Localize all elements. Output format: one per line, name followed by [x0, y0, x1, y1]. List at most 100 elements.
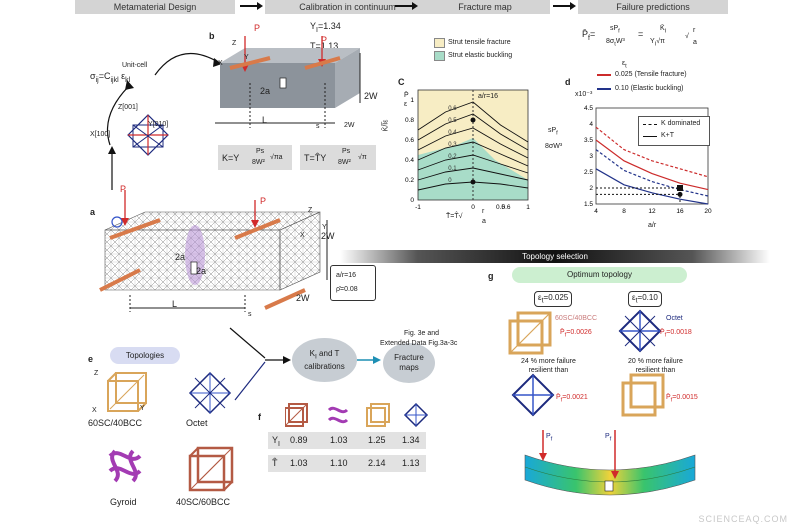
d-y-tick-6: 4.5 [584, 105, 593, 112]
f-icon-octet [403, 402, 429, 428]
d-formula-right-r: r [693, 27, 696, 34]
c-y-tick-2: 0.4 [405, 157, 414, 164]
f-cell-y1-2: 1.25 [368, 435, 386, 445]
c-x-tick-2: 0 [471, 204, 475, 211]
a-load-label-right: P [260, 196, 267, 206]
d-formula-num-text: sP [610, 25, 619, 32]
f-row-y1-label-text: Y [272, 435, 279, 445]
a-lattice-beam-diagram [99, 190, 328, 312]
a-crack [190, 261, 198, 275]
a-support-bottom-right [264, 288, 306, 310]
legend-tensile-swatch [434, 38, 445, 48]
g-fem-p1-sym: P [546, 433, 551, 440]
d-x-tick-3: 16 [676, 208, 684, 215]
flow-arrows [229, 327, 381, 401]
c-curve-label-4: 0.2 [448, 154, 457, 160]
f-cell-t-3: 1.13 [402, 458, 420, 468]
f-icon-gyroid [327, 406, 349, 424]
legend-tensile-label: Strut tensile fracture [448, 39, 511, 46]
a-L-label: L [172, 299, 178, 309]
g-eps-left-val: =0.025 [543, 293, 569, 302]
a-axis-y: Y [322, 224, 327, 231]
d-formula-den-sub: t [614, 41, 616, 48]
d-y-tick-1: 2 [589, 185, 593, 192]
header-arrow-3 [553, 2, 576, 10]
flow-line-lower [234, 361, 266, 401]
c-region-buckling [418, 138, 528, 200]
f-cell-y1-1: 1.03 [330, 435, 348, 445]
axis-z001: Z[001] [118, 104, 138, 111]
c-curve-5 [417, 167, 529, 181]
g-fem-beam [524, 430, 696, 496]
d-legend-blue-line [597, 88, 611, 90]
a-beam-side [279, 211, 321, 291]
d-x-title: a/r [648, 222, 657, 229]
d-y-tick-4: 3.5 [584, 137, 593, 144]
f-cell-t-1: 1.10 [330, 458, 348, 468]
topologies-grid [107, 371, 234, 492]
d-formula-num-sub: f [618, 28, 620, 35]
d-eps-header-sym: ε [622, 60, 626, 67]
b-y1-symbol: Y [310, 21, 317, 31]
d-legend-red-line [597, 74, 611, 76]
d-formula-den-rest: W³ [615, 38, 625, 45]
a-axis-z: Z [308, 207, 313, 214]
b-support-right [304, 56, 341, 70]
f-cell-t-0: 1.03 [290, 458, 308, 468]
d-legend-box: K dominated K+T [638, 116, 710, 146]
a-load-right-head [251, 220, 259, 228]
c-y-tick-4: 0.8 [405, 117, 414, 124]
d-series-1 [595, 139, 709, 191]
eps-sub: kl [125, 76, 131, 84]
b-axis-z: Z [232, 40, 237, 47]
c-x-label-main: T̄=T̂ [446, 213, 459, 220]
f-icon-40sc [285, 403, 308, 427]
panel-label-e: e [88, 354, 94, 364]
g-icon-octet-top [618, 309, 662, 353]
a-2w-label: 2W [296, 293, 310, 303]
d-legend-k: K dominated [661, 120, 701, 127]
g-bottom-right-p-sym: P̄ [666, 394, 671, 401]
c-y-tick-0: 0 [410, 197, 414, 204]
d-x-tick-1: 8 [622, 208, 626, 215]
a-ratio: a/r=16 [336, 272, 357, 279]
header-arrow-1 [240, 2, 263, 10]
b-load-label-right: P [321, 35, 328, 45]
unit-cell-superscript: Unit-cell [122, 62, 148, 69]
f-cell-t-2: 2.14 [368, 458, 386, 468]
topologies-title: Topologies [110, 347, 180, 364]
d-x-tick-4: 20 [704, 208, 712, 215]
fig-ref-line1: Fig. 3e and [404, 330, 440, 337]
c-marker-upper [470, 117, 476, 123]
f-row-t-label: T̂ [272, 458, 278, 468]
g-text-left: 24 % more failure resilient than [521, 358, 576, 375]
octet-cell [127, 114, 169, 156]
b-t-formula: T=T̂Y [304, 153, 327, 163]
c-y-label-bot: ε [404, 101, 408, 108]
topology-selection-band: Topology selection [340, 250, 770, 263]
g-top-left-name: 60SC/40BCC [555, 315, 598, 322]
b-2w-bottom: 2W [344, 122, 355, 129]
c-sub: ijkl [110, 76, 119, 84]
calibrations-k: K [309, 348, 315, 358]
b-y1-value: YI=1.34 [310, 22, 341, 34]
header-bar: Metamaterial Design Calibration in conti… [0, 0, 800, 14]
arrow-from-cell [106, 84, 131, 146]
d-legend-dashed [643, 124, 657, 125]
c-y-tick-3: 0.6 [405, 137, 414, 144]
arrow-head-2 [125, 80, 134, 90]
g-fem-body [524, 454, 696, 496]
eps-symbol: ε [121, 71, 126, 81]
d-y-tick-0: 1.5 [584, 201, 593, 208]
b-axis-x: X [218, 60, 223, 67]
a-load-label-left: P [120, 184, 127, 194]
g-icon-octet-bottom [511, 373, 555, 417]
c-curve-2 [417, 127, 529, 159]
d-series-2 [595, 149, 709, 197]
b-crack [279, 77, 287, 89]
d-legend-kt: K+T [661, 132, 675, 139]
e-axis-z: Z [94, 370, 99, 377]
b-t-sqrt: √π [358, 154, 367, 161]
f-row-t-bg [268, 455, 426, 472]
